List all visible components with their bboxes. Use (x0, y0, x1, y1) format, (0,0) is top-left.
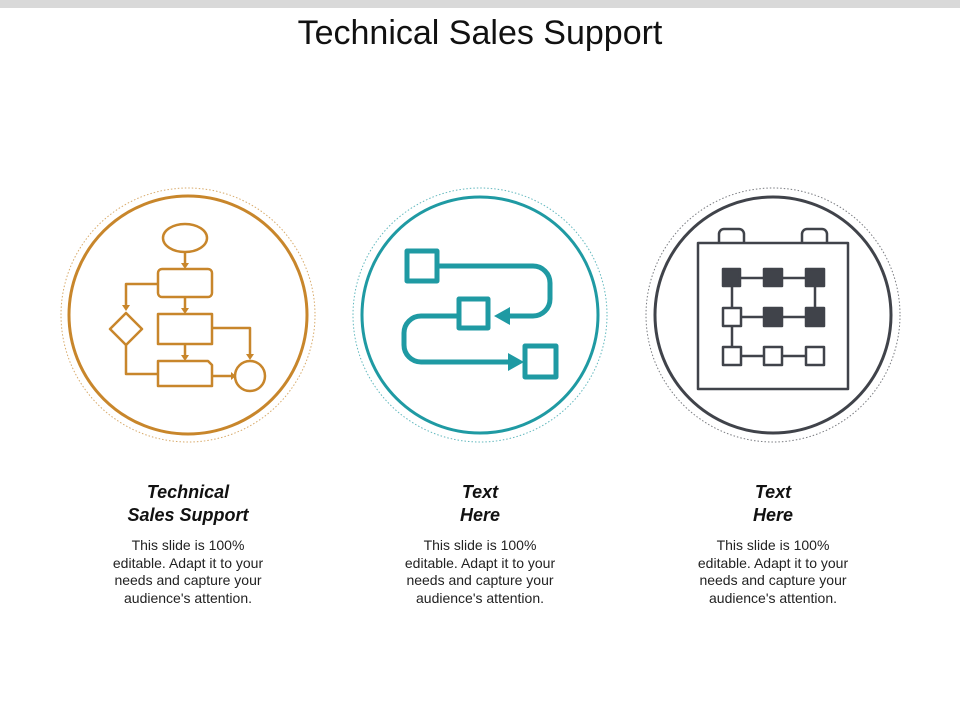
column-1-desc-line: This slide is 100% (131, 537, 245, 553)
workflow-circle (352, 187, 608, 443)
calendar-circle (645, 187, 901, 443)
column-2-desc-line: editable. Adapt it to your (404, 554, 556, 571)
column-1-desc-line: needs and capture your (114, 572, 262, 588)
column-2-desc-line: This slide is 100% (423, 537, 537, 553)
column-3-heading-line: Here (752, 505, 794, 525)
column-3-heading: Text Here (663, 481, 883, 527)
column-2-desc-line: audience's attention. (416, 589, 544, 606)
workflow-arrows-icon (401, 248, 559, 380)
column-3-heading-line: Text (754, 482, 792, 502)
top-bar (0, 0, 960, 8)
flowchart-circle (60, 187, 316, 443)
column-1-desc-line: editable. Adapt it to your (112, 554, 264, 571)
column-3-description: This slide is 100% editable. Adapt it to… (673, 537, 873, 607)
column-2-heading-line: Here (459, 505, 501, 525)
column-1-heading: Technical Sales Support (78, 481, 298, 527)
column-1-desc-line: audience's attention. (124, 589, 252, 606)
column-3-desc-line: This slide is 100% (716, 537, 830, 553)
slide-title: Technical Sales Support (297, 14, 663, 52)
column-3-desc-line: needs and capture your (699, 572, 847, 588)
column-2-desc-line: needs and capture your (406, 572, 554, 588)
column-1-description: This slide is 100% editable. Adapt it to… (88, 537, 288, 607)
column-1-heading-line: Sales Support (127, 505, 249, 525)
column-2-description: This slide is 100% editable. Adapt it to… (380, 537, 580, 607)
column-3-desc-line: editable. Adapt it to your (697, 554, 849, 571)
column-2-heading-line: Text (461, 482, 499, 502)
column-1-heading-line: Technical (146, 482, 230, 502)
flowchart-icon (108, 222, 267, 393)
calendar-schedule-icon (696, 227, 850, 391)
column-2-heading: Text Here (370, 481, 590, 527)
column-3-desc-line: audience's attention. (709, 589, 837, 606)
